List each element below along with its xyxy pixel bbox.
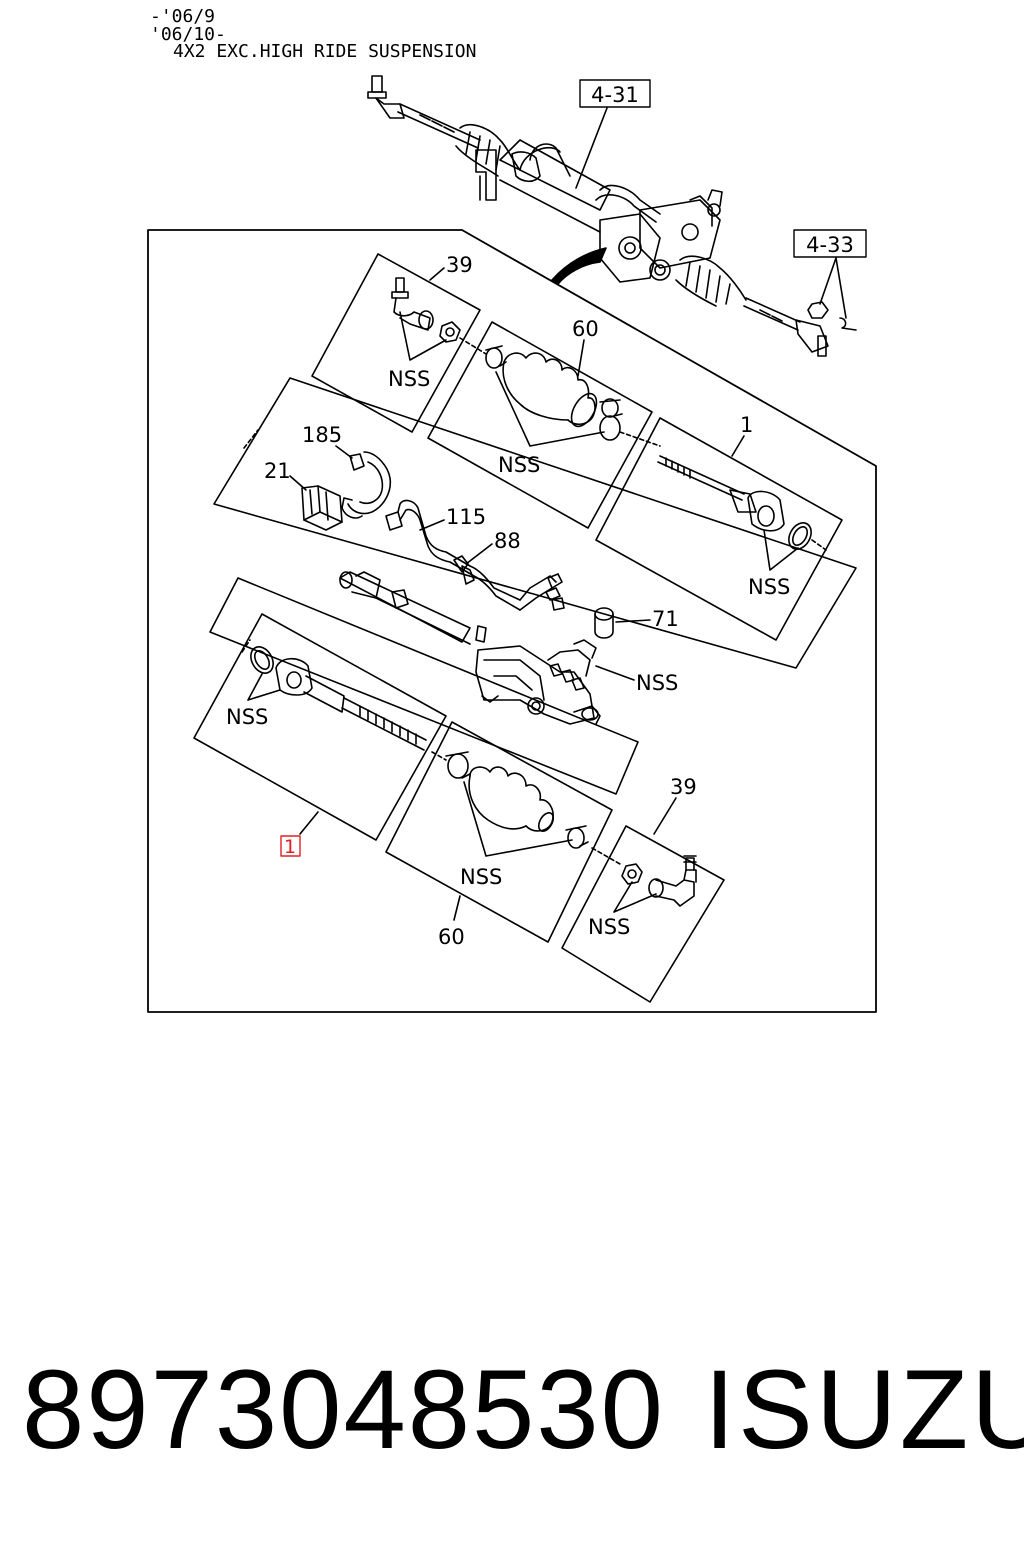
header-line-2: '06/10-	[150, 24, 226, 45]
leader-39-top	[429, 267, 445, 281]
nss-label-top-middle: NSS	[498, 453, 540, 477]
tie-rod-end-top[interactable]	[391, 277, 461, 343]
nss-label-bottom-right: NSS	[588, 915, 630, 939]
group-box-boot-kit-bottom	[385, 721, 613, 943]
seal-71[interactable]	[594, 607, 614, 639]
leader-115	[419, 519, 445, 531]
callout-185: 185	[302, 423, 342, 447]
callout-88: 88	[494, 529, 521, 553]
leader-71	[615, 619, 651, 623]
nss-leader-left	[247, 673, 281, 701]
callout-39-top: 39	[446, 253, 473, 277]
callout-39-bottom: 39	[670, 775, 697, 799]
group-box-inner-tie-rod-left	[193, 613, 447, 841]
group-box-tie-rod-end-top	[311, 253, 481, 433]
callout-1-left-highlight[interactable]	[280, 835, 301, 857]
leader-4-31	[575, 107, 608, 189]
leader-185	[335, 445, 353, 459]
inner-tie-rod-left[interactable]	[246, 643, 427, 751]
leader-39-bottom	[653, 797, 677, 835]
nss-leader-bottom-middle	[463, 781, 573, 857]
header-line-3: 4X2 EXC.HIGH RIDE SUSPENSION	[173, 41, 476, 62]
connector-lines	[241, 337, 827, 865]
group-box-boot-kit-top	[427, 321, 653, 529]
reference-4-33-label: 4-33	[806, 233, 854, 257]
main-frame	[147, 229, 877, 1013]
part-number: 8973048530	[22, 1347, 665, 1472]
leader-4-33	[819, 257, 847, 319]
nss-label-housing: NSS	[636, 671, 678, 695]
nss-label-left: NSS	[226, 705, 268, 729]
group-box-housing-upper	[213, 377, 857, 669]
group-box-inner-tie-rod-right	[595, 417, 843, 641]
nss-label-top-left: NSS	[388, 367, 430, 391]
footer: 8973048530 ISUZU	[0, 1350, 1024, 1470]
boot-kit-bottom[interactable]	[445, 751, 589, 849]
callout-115: 115	[446, 505, 486, 529]
reference-4-31[interactable]: 4-31	[579, 79, 651, 108]
pointer-arrow	[551, 247, 607, 285]
callout-60-top: 60	[572, 317, 599, 341]
reference-4-31-label: 4-31	[591, 83, 639, 107]
leader-1-right	[731, 435, 745, 457]
mount-21[interactable]	[301, 485, 343, 531]
leader-60-bottom	[453, 895, 461, 921]
group-box-housing-lower	[209, 577, 639, 795]
rack-housing[interactable]	[339, 571, 601, 725]
nss-label-right: NSS	[748, 575, 790, 599]
reference-4-33[interactable]: 4-33	[793, 229, 867, 258]
brand-name: ISUZU	[704, 1347, 1024, 1472]
boot-kit-top[interactable]	[485, 345, 623, 441]
callout-1-left: 1	[284, 836, 296, 858]
nss-label-bottom-middle: NSS	[460, 865, 502, 889]
tie-rod-end-bottom[interactable]	[621, 855, 697, 907]
nss-leader-top-middle	[495, 371, 605, 447]
leader-88	[465, 543, 493, 565]
clamp-185[interactable]	[341, 451, 392, 519]
callout-60-bottom: 60	[438, 925, 465, 949]
group-box-tie-rod-end-bottom	[561, 825, 725, 1003]
leader-60-top	[577, 339, 585, 377]
nss-leader-top-left	[399, 311, 447, 361]
callout-1-right: 1	[740, 413, 753, 437]
pressure-pipes[interactable]	[385, 499, 565, 611]
steering-gear-overview	[367, 75, 857, 357]
leader-21	[289, 475, 307, 491]
nss-leader-housing	[595, 665, 635, 681]
callout-21: 21	[264, 459, 291, 483]
inner-tie-rod-right[interactable]	[657, 455, 816, 553]
leader-1-left	[299, 811, 319, 835]
callout-71: 71	[652, 607, 679, 631]
nss-leader-bottom-right	[613, 881, 657, 913]
nss-leader-right	[763, 529, 799, 571]
header-line-1: -'06/9	[150, 6, 215, 27]
